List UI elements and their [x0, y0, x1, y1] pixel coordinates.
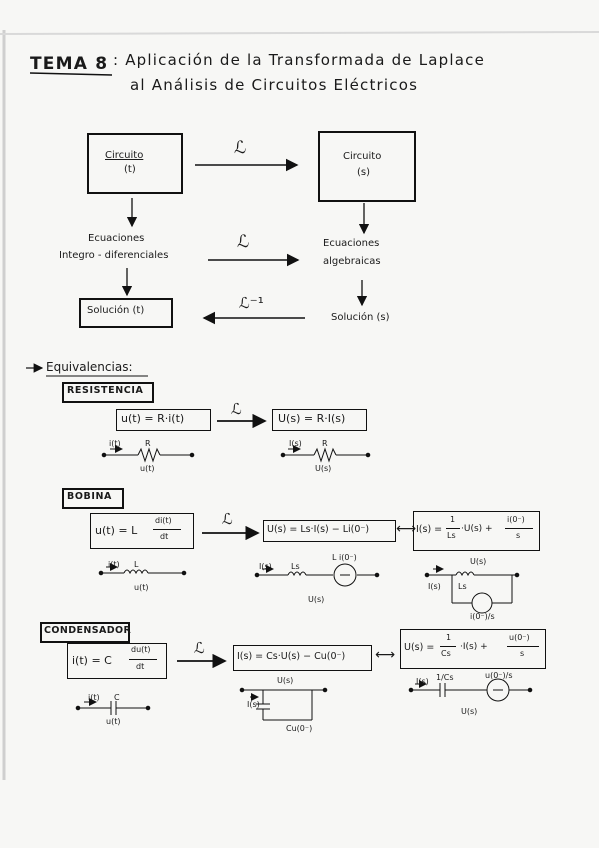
condensador-eq-s: I(s) = Cs·U(s) − Cu(0⁻): [237, 651, 346, 662]
condensador-eq-time-box: [67, 643, 167, 679]
condensador-eq-u-num1: 1: [446, 633, 452, 642]
res-c-Is: I(s): [289, 439, 302, 448]
topic-number: TEMA 8: [30, 54, 109, 74]
resistencia-eq-s: U(s) = R·I(s): [278, 412, 346, 425]
bobina-eq-i-left: I(s) =: [416, 524, 443, 535]
inverse-laplace-symbol: ℒ⁻¹: [239, 294, 264, 312]
laplace-symbol-1: ℒ: [234, 138, 247, 158]
condensador-eq-time-den: dt: [136, 662, 145, 671]
bob-c3-Ls: Ls: [458, 582, 467, 591]
bob-c1-it: i(t): [108, 560, 120, 569]
res-c-Us: U(s): [315, 464, 332, 473]
capacitor-circuit-time: [75, 698, 151, 715]
algebraic-eq-line1: Ecuaciones: [323, 238, 380, 249]
res-c-Rs: R: [322, 439, 328, 448]
con-c1-it: i(t): [88, 693, 100, 702]
con-c3-u0s: u(0⁻)/s: [485, 671, 513, 680]
capacitor-circuit-series: [408, 678, 533, 702]
condensador-label-box: [40, 622, 130, 643]
capacitor-circuit-parallel: [239, 687, 328, 721]
solution-s-label: Solución (s): [331, 312, 390, 323]
res-c-ut: u(t): [140, 464, 155, 473]
con-c3-Us: U(s): [461, 707, 478, 716]
bob-c1-L: L: [134, 560, 139, 569]
bobina-eq-i-den1: Ls: [447, 531, 456, 540]
bobina-eq-s-box: [263, 520, 396, 542]
res-c-it: i(t): [109, 439, 121, 448]
title-line-1: : Aplicación de la Transformada de Lapla…: [113, 51, 485, 69]
box-circuit-s: [318, 131, 416, 202]
bobina-eq-i-den2: s: [516, 531, 521, 540]
condensador-label: CONDENSADOR: [44, 625, 132, 636]
con-c1-ut: u(t): [106, 717, 121, 726]
resistencia-eq-s-box: [272, 409, 367, 431]
bob-c3-Us: U(s): [470, 557, 487, 566]
bobina-eq-time-left: u(t) = L: [95, 524, 138, 537]
box-solution-time: [79, 298, 173, 328]
title-line-2: al Análisis de Circuitos Eléctricos: [130, 76, 419, 94]
resistencia-laplace-symbol: ℒ: [231, 400, 242, 418]
condensador-eq-s-box: [233, 645, 372, 671]
bob-c2-Li0: L i(0⁻): [332, 553, 357, 562]
bob-c3-i0s: i(0⁻)/s: [470, 612, 495, 621]
resistor-circuit-time: [101, 445, 195, 463]
bobina-eq-i-box: [413, 511, 540, 551]
condensador-eq-time-left: i(t) = C: [72, 654, 112, 667]
circuit-s-var: (s): [357, 167, 371, 178]
condensador-eq-u-box: [400, 629, 546, 669]
bobina-eq-time-box: [90, 513, 194, 549]
condensador-eq-u-den2: s: [520, 649, 525, 658]
bobina-eq-time-num: di(t): [155, 516, 172, 525]
inductor-circuit-time: [98, 563, 187, 576]
bobina-laplace-symbol: ℒ: [222, 510, 233, 528]
integro-diff-eq-line1: Ecuaciones: [88, 233, 145, 244]
circuit-s-label: Circuito: [343, 151, 382, 162]
con-c3-Is: I(s): [416, 677, 429, 686]
inductor-circuit-parallel: [424, 565, 520, 614]
condensador-eq-time-num: du(t): [131, 645, 151, 654]
bobina-eq-i-num2: i(0⁻): [507, 515, 525, 524]
bob-c2-Us: U(s): [308, 595, 325, 604]
bob-c3-Is: I(s): [428, 582, 441, 591]
con-c2-Is: I(s): [247, 700, 260, 709]
condensador-eq-u-den1: Cs: [441, 649, 451, 658]
con-c3-1Cs: 1/Cs: [436, 673, 454, 682]
bobina-eq-s: U(s) = Ls·I(s) − Li(0⁻): [267, 524, 370, 535]
integro-diff-eq-line2: Integro - diferenciales: [59, 250, 169, 261]
condensador-laplace-symbol: ℒ: [194, 639, 205, 657]
bobina-eq-i-num1: 1: [450, 515, 456, 524]
solution-time-label: Solución (t): [87, 305, 145, 316]
condensador-eq-u-num2: u(0⁻): [509, 633, 530, 642]
laplace-symbol-2: ℒ: [237, 232, 250, 252]
bobina-eq-i-mid: ·U(s) +: [461, 524, 493, 534]
bobina-label-box: [62, 488, 124, 509]
condensador-eq-u-left: U(s) =: [404, 642, 435, 653]
res-c-R: R: [145, 439, 151, 448]
circuit-time-var: (t): [124, 164, 136, 175]
algebraic-eq-line2: algebraicas: [323, 256, 381, 267]
bob-c1-ut: u(t): [134, 583, 149, 592]
resistencia-eq-time: u(t) = R·i(t): [121, 412, 185, 425]
circuit-time-label: Circuito: [105, 150, 144, 161]
bobina-equivalence-arrow: ⟷: [396, 521, 417, 537]
condensador-equivalence-arrow: ⟷: [375, 647, 396, 663]
resistencia-label-box: [62, 382, 154, 403]
resistor-circuit-s: [280, 445, 371, 463]
resistencia-label: RESISTENCIA: [67, 385, 144, 396]
box-circuit-time: [87, 133, 183, 194]
bobina-label: BOBINA: [67, 491, 112, 502]
inductor-circuit-s: [254, 563, 380, 587]
condensador-eq-u-mid: ·I(s) +: [460, 642, 488, 652]
bobina-eq-time-den: dt: [160, 532, 169, 541]
bob-c2-Is: I(s): [259, 562, 272, 571]
equivalencias-heading: Equivalencias:: [46, 360, 133, 374]
con-c1-C: C: [114, 693, 120, 702]
con-c2-Us: U(s): [277, 676, 294, 685]
resistencia-eq-time-box: [116, 409, 211, 431]
bob-c2-Ls: Ls: [291, 562, 300, 571]
con-c2-Cu0: Cu(0⁻): [286, 724, 313, 733]
